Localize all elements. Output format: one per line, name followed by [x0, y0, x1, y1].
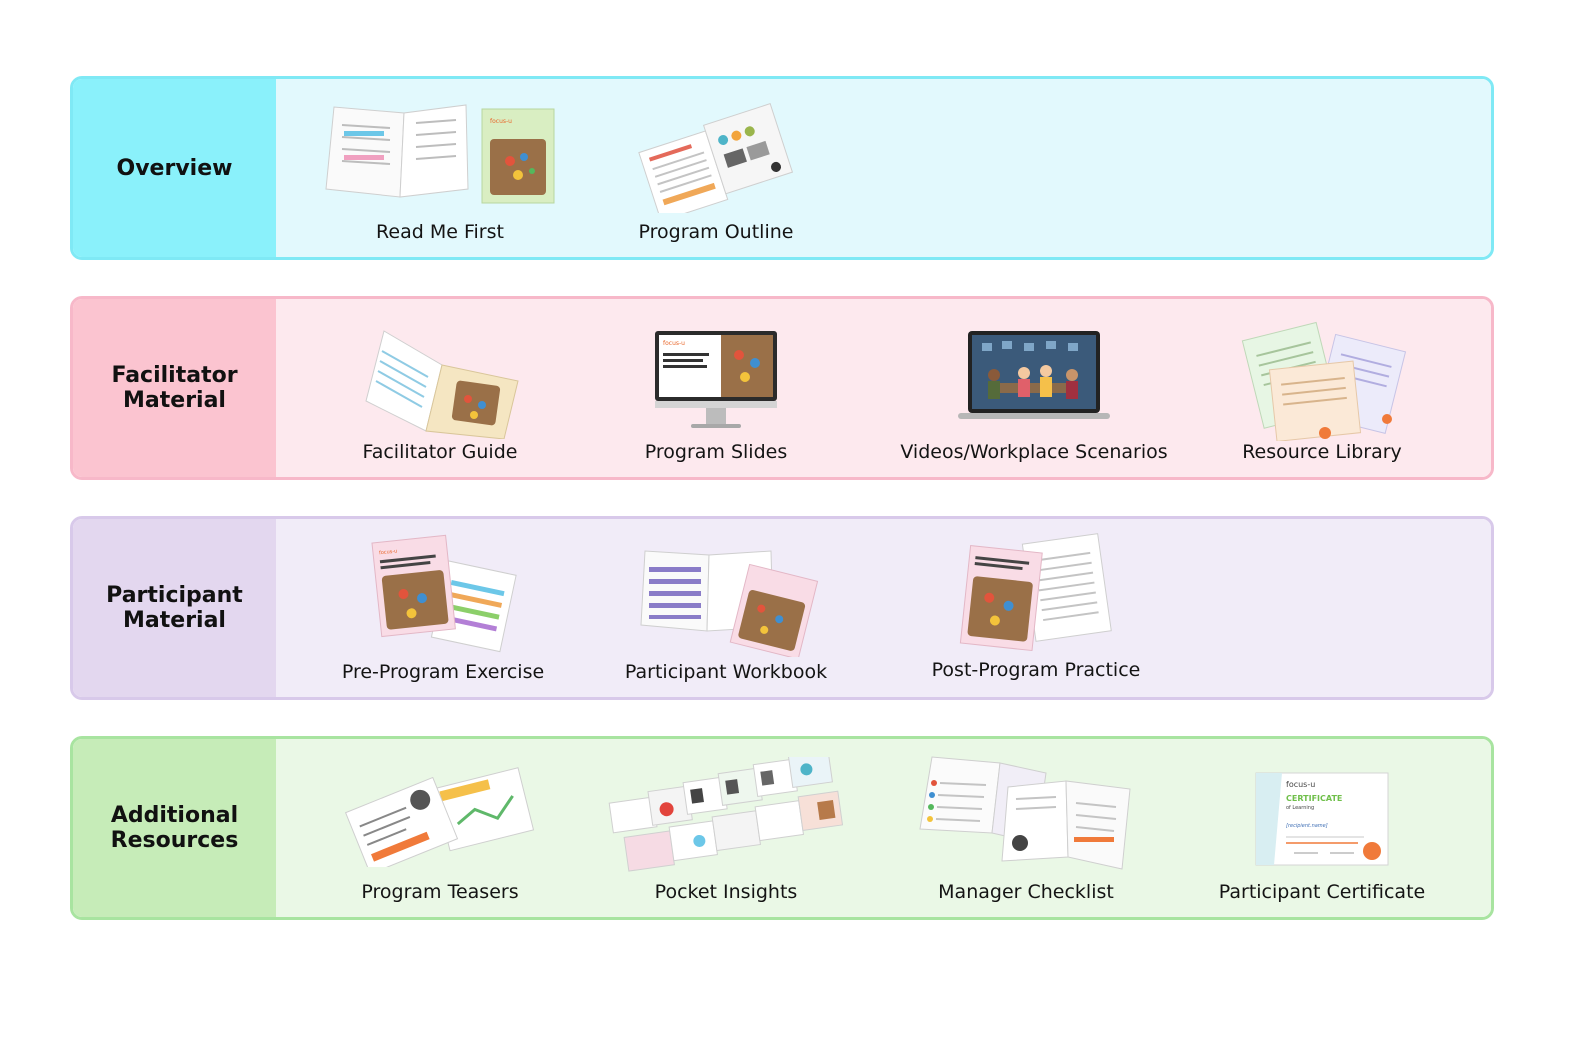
resource-label: Pre-Program Exercise [341, 661, 545, 683]
resource-label: Participant Workbook [624, 661, 828, 683]
resource-item-program-outline[interactable]: Program Outline [616, 79, 816, 257]
section-label: Facilitator Material [73, 299, 276, 477]
certificate-name: [recipient.name] [1286, 823, 1328, 829]
resource-label: Facilitator Guide [362, 441, 518, 463]
guide-book-icon [350, 321, 530, 439]
resource-label: Read Me First [376, 221, 504, 243]
laptop-video-icon [954, 321, 1114, 421]
section-label: Additional Resources [73, 739, 276, 917]
section-body: Program Teasers [276, 739, 1491, 917]
section-facilitator-material: Facilitator Material Facilitator Guide [70, 296, 1494, 480]
resource-label: Program Teasers [361, 881, 519, 903]
brand-text: focus-u [1286, 780, 1315, 789]
brand-text: focus-u [490, 118, 512, 125]
practice-sheets-icon [951, 531, 1121, 655]
resource-item-read-me-first[interactable]: focus-u Read Me First [320, 79, 560, 257]
section-label: Overview [73, 79, 276, 257]
outline-document-icon [636, 101, 796, 213]
section-participant-material: Participant Material focus-u Pre-Program… [70, 516, 1494, 700]
section-body: Facilitator Guide focus-u Program Slides [276, 299, 1491, 477]
monitor-icon: focus-u [651, 321, 781, 433]
teaser-cards-icon [345, 767, 535, 867]
certificate-icon: focus-u CERTIFICATE of Learning [recipie… [1254, 771, 1390, 867]
resource-label: Manager Checklist [938, 881, 1114, 903]
section-additional-resources: Additional Resources Program Teasers [70, 736, 1494, 920]
insight-cards-icon [606, 757, 846, 873]
brand-text: focus-u [663, 340, 685, 347]
resource-label: Participant Certificate [1218, 881, 1426, 903]
resource-item-participant-workbook[interactable]: Participant Workbook [606, 519, 846, 697]
resource-item-pre-program-exercise[interactable]: focus-u Pre-Program Exercise [328, 519, 558, 697]
resource-label: Program Outline [638, 221, 794, 243]
booklet-icon: focus-u [320, 101, 560, 206]
resource-label: Pocket Insights [654, 881, 798, 903]
resource-item-resource-library[interactable]: Resource Library [1212, 299, 1432, 477]
certificate-subtitle: of Learning [1286, 805, 1314, 811]
section-body: focus-u Read Me First [276, 79, 1491, 257]
resource-label: Videos/Workplace Scenarios [900, 441, 1168, 463]
resource-item-program-slides[interactable]: focus-u Program Slides [616, 299, 816, 477]
section-label: Participant Material [73, 519, 276, 697]
resource-item-post-program-practice[interactable]: Post-Program Practice [916, 519, 1156, 697]
resource-label: Post-Program Practice [931, 659, 1141, 681]
brand-text: focus-u [379, 548, 398, 556]
checklist-icon [916, 753, 1136, 873]
resource-item-program-teasers[interactable]: Program Teasers [340, 739, 540, 917]
workbook-icon [631, 541, 821, 657]
resource-item-facilitator-guide[interactable]: Facilitator Guide [340, 299, 540, 477]
resource-item-videos-workplace-scenarios[interactable]: Videos/Workplace Scenarios [894, 299, 1174, 477]
section-body: focus-u Pre-Program Exercise [276, 519, 1491, 697]
resource-label: Program Slides [644, 441, 788, 463]
section-overview: Overview focus-u Read Me First [70, 76, 1494, 260]
document-stack-icon [1237, 321, 1407, 441]
resource-label: Resource Library [1242, 441, 1402, 463]
exercise-sheets-icon: focus-u [363, 533, 523, 655]
resource-item-pocket-insights[interactable]: Pocket Insights [596, 739, 856, 917]
resource-item-participant-certificate[interactable]: focus-u CERTIFICATE of Learning [recipie… [1202, 739, 1442, 917]
resource-item-manager-checklist[interactable]: Manager Checklist [906, 739, 1146, 917]
certificate-title: CERTIFICATE [1286, 794, 1342, 803]
